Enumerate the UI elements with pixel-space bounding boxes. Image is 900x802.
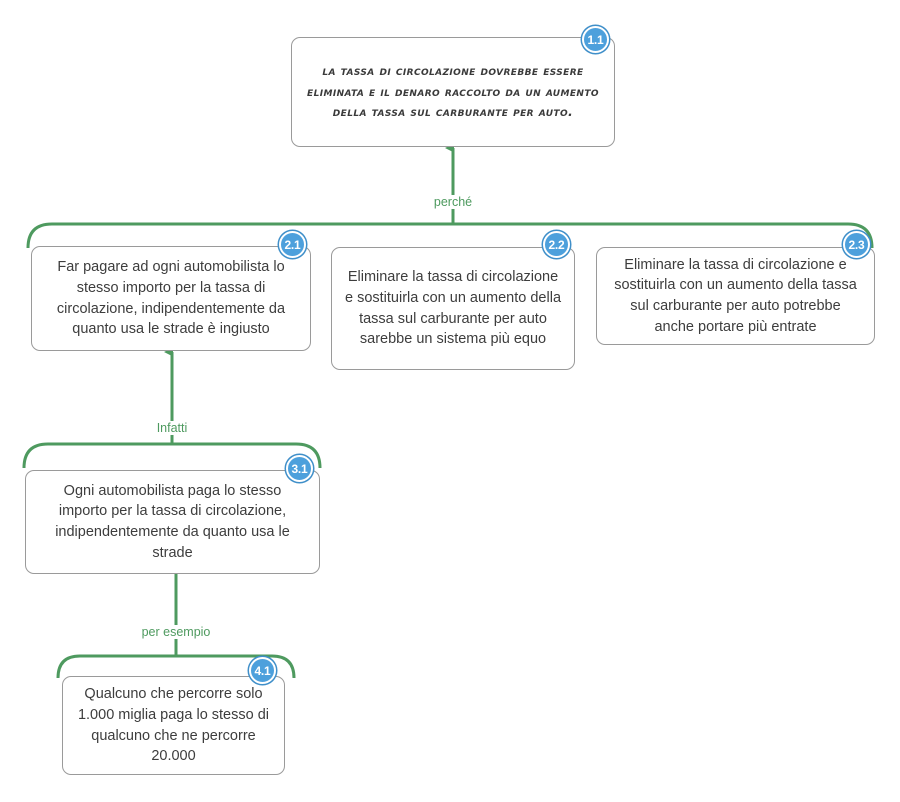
node-2-3[interactable]: Eliminare la tassa di circolazione e sos… <box>596 247 875 345</box>
node-2-2[interactable]: Eliminare la tassa di circolazione e sos… <box>331 247 575 370</box>
node-1-1-text: La tassa di circolazione dovrebbe essere… <box>307 63 599 120</box>
connector-label-infatti: Infatti <box>151 421 193 435</box>
node-3-1[interactable]: Ogni automobilista paga lo stesso import… <box>25 470 320 574</box>
node-2-1-text: Far pagare ad ogni automobilista lo stes… <box>56 259 286 338</box>
bracket-row2 <box>26 222 874 249</box>
node-2-2-text: Eliminare la tassa di circolazione e sos… <box>344 269 562 348</box>
node-3-1-text: Ogni automobilista paga lo stesso import… <box>55 482 290 561</box>
node-badge-4-1[interactable]: 4.1 <box>249 657 276 684</box>
node-4-1-text: Qualcuno che percorre solo 1.000 miglia … <box>77 686 270 765</box>
connector-label-perche: perché <box>428 195 478 209</box>
node-4-1[interactable]: Qualcuno che percorre solo 1.000 miglia … <box>62 676 285 775</box>
node-2-1[interactable]: Far pagare ad ogni automobilista lo stes… <box>31 246 311 351</box>
bracket-row3 <box>22 442 322 469</box>
node-badge-2-3[interactable]: 2.3 <box>843 231 870 258</box>
node-badge-2-1[interactable]: 2.1 <box>279 231 306 258</box>
node-2-3-text: Eliminare la tassa di circolazione e sos… <box>614 256 857 335</box>
node-badge-3-1[interactable]: 3.1 <box>286 455 313 482</box>
node-1-1[interactable]: La tassa di circolazione dovrebbe essere… <box>291 37 615 147</box>
node-badge-1-1[interactable]: 1.1 <box>582 26 609 53</box>
connector-label-per-esempio: per esempio <box>136 625 216 639</box>
node-badge-2-2[interactable]: 2.2 <box>543 231 570 258</box>
